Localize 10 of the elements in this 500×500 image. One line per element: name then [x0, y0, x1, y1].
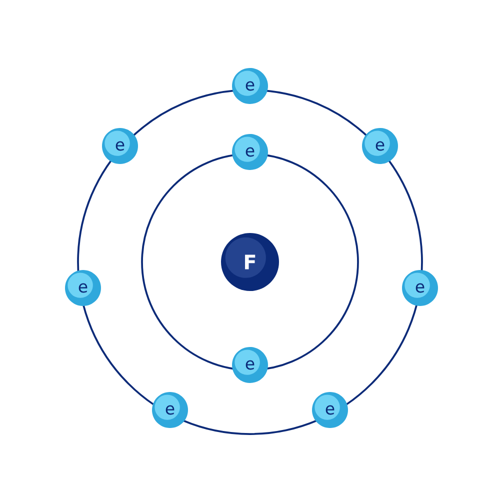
- nucleus: F: [221, 233, 279, 291]
- electron: e: [362, 128, 398, 164]
- electron: e: [102, 128, 138, 164]
- electron: e: [232, 134, 268, 170]
- electron: e: [232, 68, 268, 104]
- electron: e: [152, 392, 188, 428]
- electron: e: [312, 392, 348, 428]
- electron: e: [232, 347, 268, 383]
- electron: e: [402, 270, 438, 306]
- electron: e: [65, 270, 101, 306]
